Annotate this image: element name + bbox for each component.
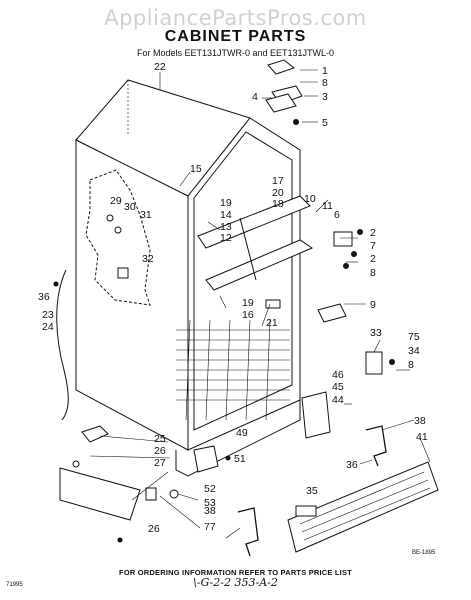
- callout-label: 26: [148, 523, 160, 535]
- callout-label: 12: [220, 232, 232, 244]
- leader-lines: [89, 69, 431, 539]
- callout-label: 77: [204, 521, 216, 533]
- ordering-footer: FOR ORDERING INFORMATION REFER TO PARTS …: [119, 568, 352, 577]
- callout-label: 38: [204, 505, 216, 517]
- callout-label: 33: [370, 327, 382, 339]
- image-code-right: BE-1895: [412, 550, 436, 556]
- callout-label: 8: [408, 359, 414, 371]
- callout-label: 17: [272, 175, 284, 187]
- callout-label: 8: [370, 267, 376, 279]
- callout-label: 30: [124, 201, 136, 213]
- callout-label: 19: [220, 197, 232, 209]
- callout-label: 19: [242, 297, 254, 309]
- callout-label: 46: [332, 369, 344, 381]
- callout-label: 4: [252, 91, 258, 103]
- callout-label: 53: [204, 497, 216, 509]
- callout-label: 51: [234, 453, 246, 465]
- callout-label: 35: [306, 485, 318, 497]
- callout-label: 32: [142, 253, 154, 265]
- callout-label: 34: [408, 345, 420, 357]
- callout-label: 18: [272, 198, 284, 210]
- callout-labels: 1 8 3 4 5 22 15 17 20 18 10 11 6 2 7 2 8…: [38, 61, 428, 535]
- callout-label: 14: [220, 209, 232, 221]
- callout-label: 7: [370, 240, 376, 252]
- callout-label: 8: [322, 77, 328, 89]
- callout-label: 11: [322, 200, 333, 212]
- handwritten-note: \-G-2-2 353-A-2: [193, 576, 278, 589]
- callout-label: 13: [220, 221, 232, 233]
- hinge-top: [265, 59, 303, 125]
- bracket-lower: [237, 507, 259, 557]
- callout-label: 29: [110, 195, 122, 207]
- callout-label: 20: [272, 187, 284, 199]
- callout-label: 1: [322, 65, 328, 77]
- callout-label: 45: [332, 381, 344, 393]
- drain-tube: [53, 269, 69, 421]
- callout-label: 25: [154, 433, 166, 445]
- callout-label: 16: [242, 309, 254, 321]
- callout-label: 49: [236, 427, 248, 439]
- watermark-text: AppliancePartsPros.com: [104, 6, 367, 30]
- callout-label: 6: [334, 209, 340, 221]
- callout-label: 26: [154, 445, 166, 457]
- models-subtitle: For Models EET131JTWR-0 and EET131JTWL-0: [136, 48, 335, 58]
- crossbar-assembly: [197, 195, 314, 291]
- callout-label: 24: [42, 321, 54, 333]
- callout-label: 36: [38, 291, 50, 303]
- side-panel-detail: [85, 169, 151, 306]
- callout-label: 5: [322, 117, 328, 129]
- callout-label: 27: [154, 457, 166, 469]
- image-code-left: 71995: [6, 582, 23, 588]
- callout-label: 2: [370, 227, 376, 239]
- callout-label: 44: [332, 394, 344, 406]
- callout-label: 52: [204, 483, 216, 495]
- callout-label: 9: [370, 299, 376, 311]
- callout-label: 21: [266, 317, 278, 329]
- callout-label: 2: [370, 253, 376, 265]
- hardware-parts-right: [265, 229, 395, 439]
- callout-label: 41: [416, 431, 428, 443]
- leveler-parts: [59, 425, 141, 543]
- callout-label: 36: [346, 459, 358, 471]
- center-bottom-parts: [145, 445, 231, 501]
- page-title: CABINET PARTS: [164, 28, 307, 45]
- callout-label: 10: [304, 193, 316, 205]
- cabinet-body: [75, 79, 301, 477]
- callout-label: 31: [140, 209, 152, 221]
- callout-label: 15: [190, 163, 202, 175]
- callout-label: 22: [154, 61, 166, 73]
- callout-label: 3: [322, 91, 328, 103]
- callout-label: 38: [414, 415, 426, 427]
- callout-label: 23: [42, 309, 54, 321]
- bracket-right: [365, 425, 387, 467]
- callout-label: 75: [408, 331, 420, 343]
- bottom-grille: [287, 461, 439, 553]
